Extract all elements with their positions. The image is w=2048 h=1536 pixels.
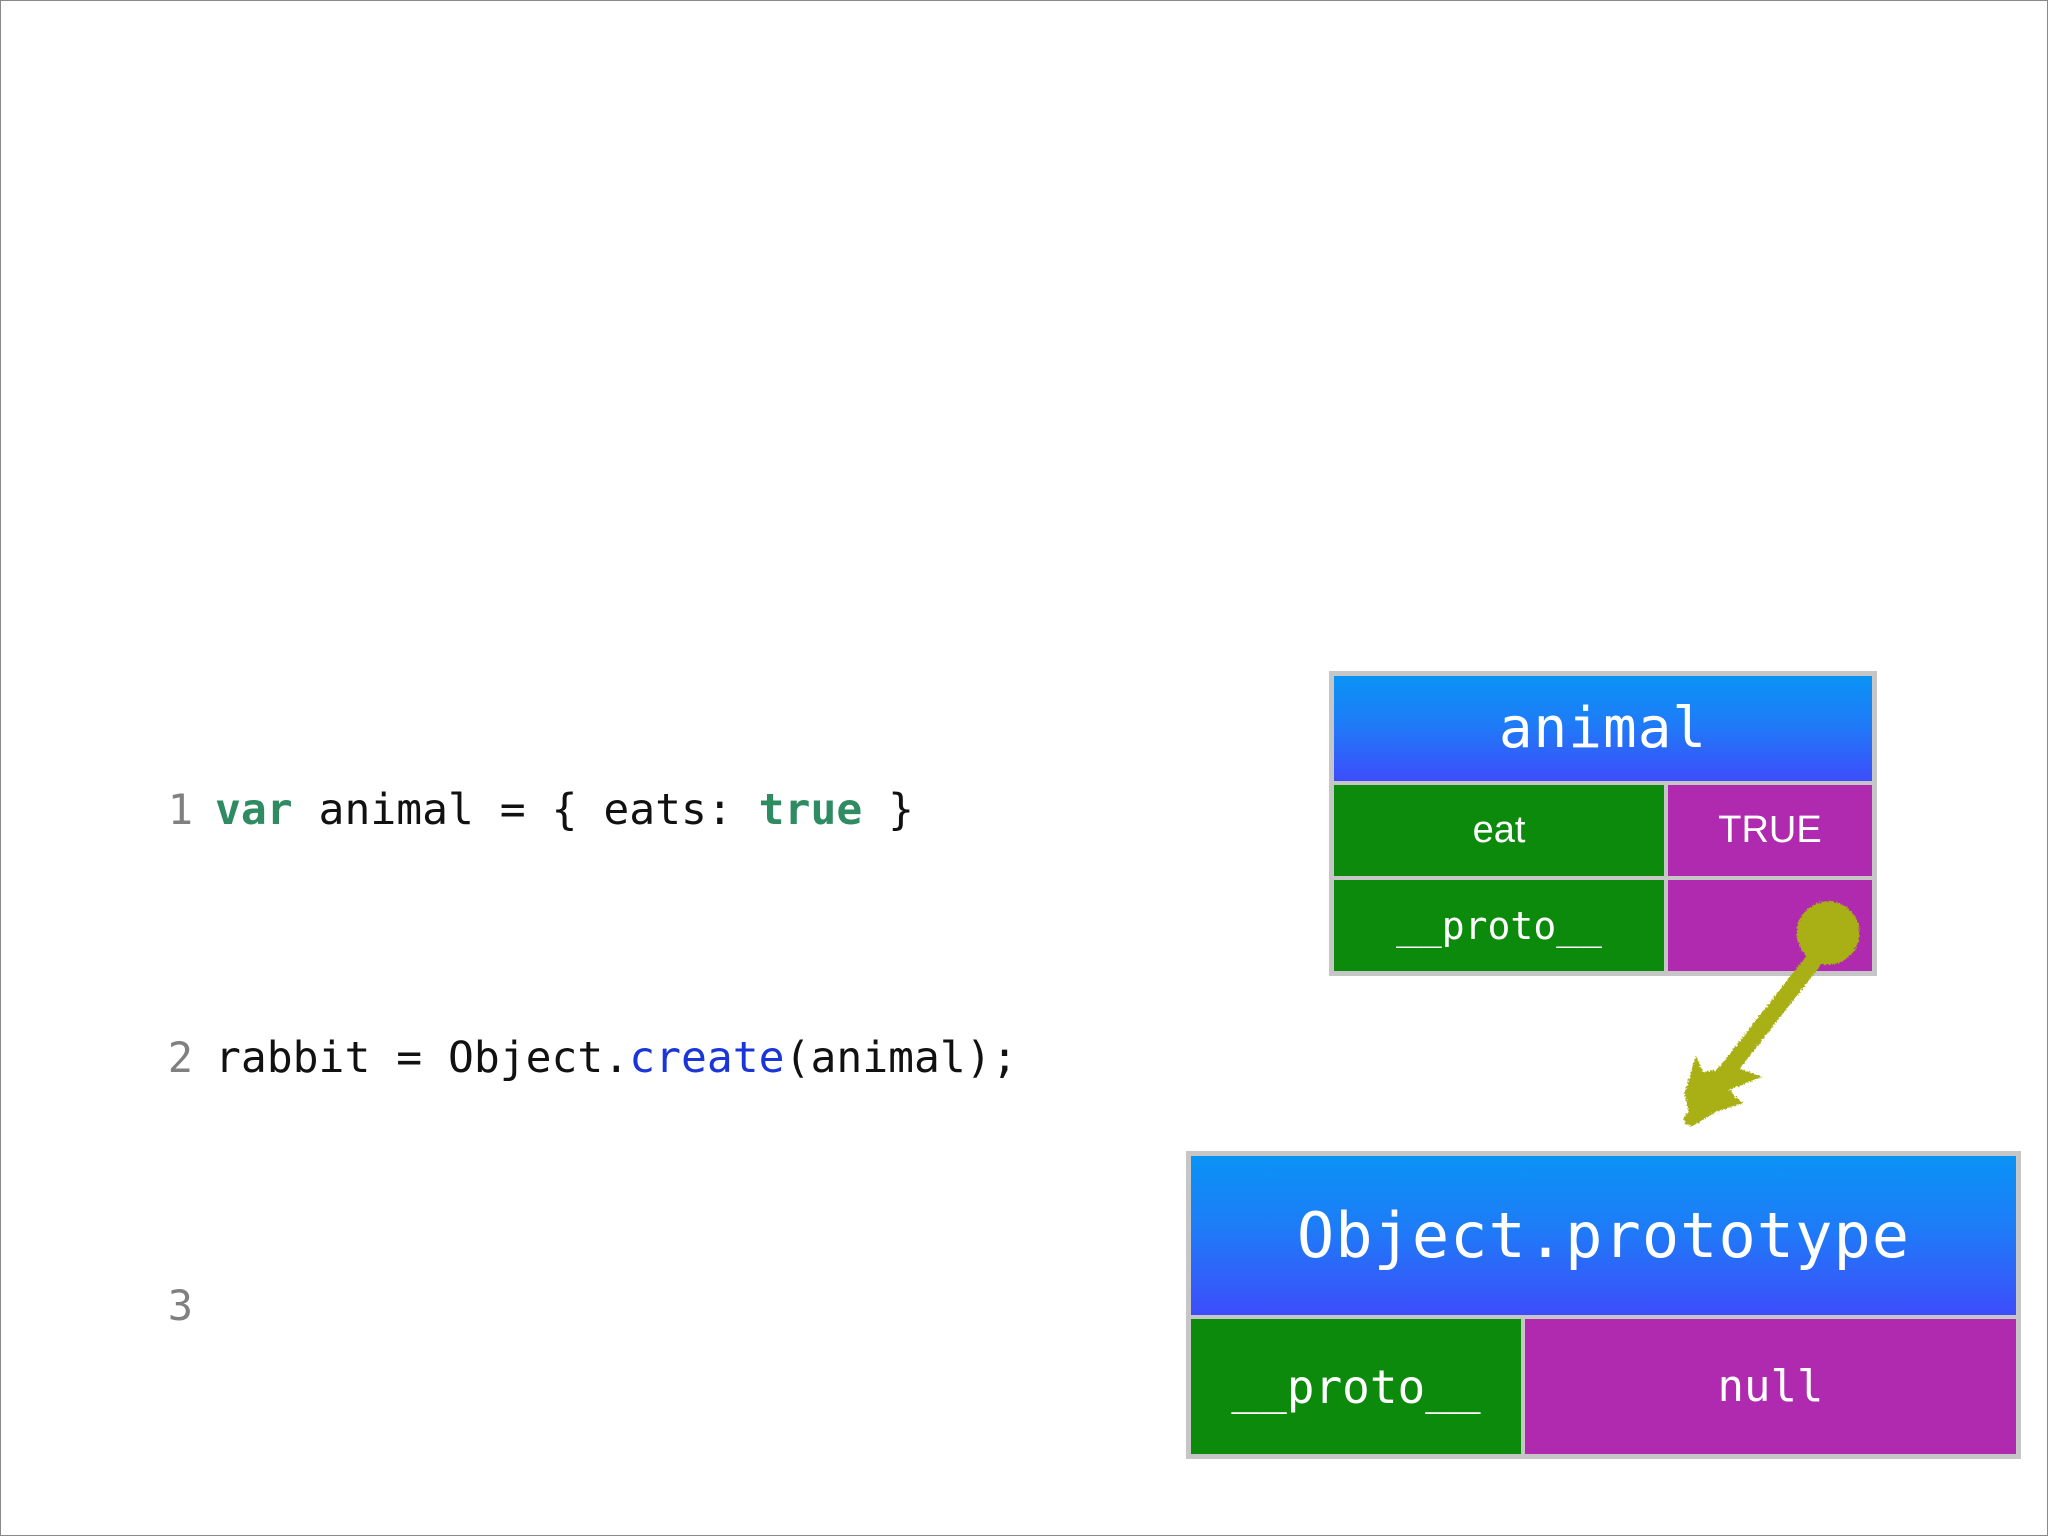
object-title-animal: animal: [1334, 676, 1872, 781]
object-row: eat TRUE: [1334, 785, 1872, 876]
property-value-eat: TRUE: [1668, 785, 1872, 876]
line-number: 4: [151, 1523, 193, 1535]
code-line-text: rabbit = Object.create(animal);: [215, 1027, 1018, 1089]
arrow-head: [1684, 1055, 1763, 1120]
code-token: true: [758, 785, 863, 835]
code-token: (animal);: [784, 1033, 1018, 1083]
property-value-proto-pointer: [1668, 880, 1872, 971]
code-line: 1 var animal = { eats: true }: [151, 779, 1018, 841]
object-box-animal: animal eat TRUE __proto__: [1329, 671, 1877, 976]
object-box-object-prototype: Object.prototype __proto__ null: [1186, 1151, 2021, 1459]
code-line: 3: [151, 1275, 1018, 1337]
code-token: }: [862, 785, 915, 835]
code-token: // true: [215, 1529, 396, 1535]
property-key-eat: eat: [1334, 785, 1664, 876]
property-value-null: null: [1525, 1319, 2016, 1454]
object-row: __proto__: [1334, 880, 1872, 971]
code-line-text: // true: [215, 1523, 396, 1535]
line-number: 2: [167, 1033, 193, 1082]
code-line-text: var animal = { eats: true }: [215, 779, 914, 841]
object-title-object-prototype: Object.prototype: [1191, 1156, 2016, 1315]
code-token: rabbit = Object.: [215, 1033, 630, 1083]
code-block: 1 var animal = { eats: true } 2 rabbit =…: [151, 593, 1018, 1535]
code-token: var: [215, 785, 293, 835]
line-number: 3: [167, 1281, 193, 1330]
arrow-head-tail: [1684, 1090, 1734, 1126]
code-token: create: [629, 1033, 785, 1083]
line-number: 1: [167, 785, 193, 834]
object-row: __proto__ null: [1191, 1319, 2016, 1454]
code-line: 4 // true: [151, 1523, 1018, 1535]
property-key-proto: __proto__: [1334, 880, 1664, 971]
property-key-proto: __proto__: [1191, 1319, 1521, 1454]
code-token: animal = { eats:: [292, 785, 759, 835]
code-line: 2 rabbit = Object.create(animal);: [151, 1027, 1018, 1089]
